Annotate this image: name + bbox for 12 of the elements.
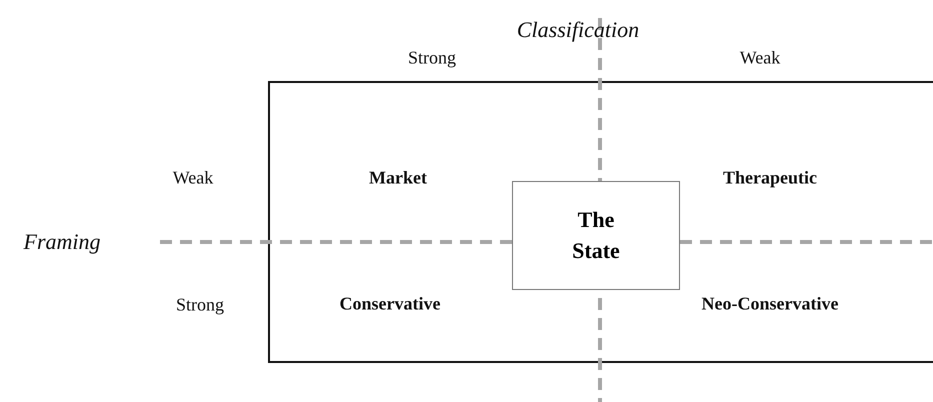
axis-value: Strong — [176, 294, 224, 316]
quadrant-label: Conservative — [340, 294, 440, 314]
axis-value: Weak — [172, 168, 214, 188]
quadrant-label: Market — [369, 168, 427, 188]
axis-value: Weak — [740, 48, 780, 68]
axis-title: Classification — [516, 17, 640, 43]
quadrant-label: Neo-Conservative — [702, 294, 838, 314]
axis-value: Strong — [408, 48, 456, 68]
quadrant-label: Therapeutic — [723, 168, 817, 188]
axis-title: Framing — [24, 229, 100, 255]
box-label: The State — [571, 206, 621, 264]
center-box — [512, 181, 680, 290]
